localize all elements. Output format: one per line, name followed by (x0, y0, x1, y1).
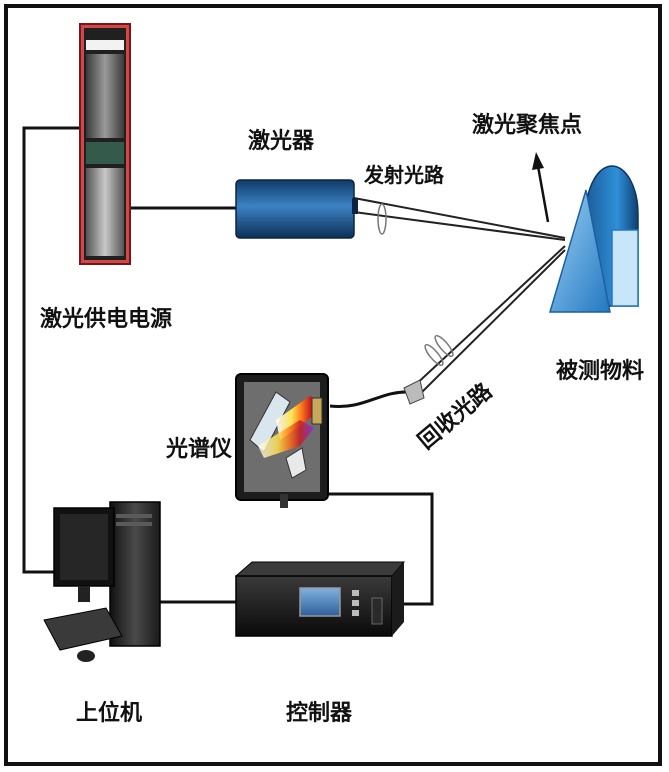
controller-display (299, 587, 341, 617)
focus-arrow-head (532, 152, 544, 170)
power-supply-top-panel (86, 54, 124, 138)
laser-body (235, 179, 355, 239)
sample-prism (548, 189, 611, 313)
computer-mouse (77, 650, 95, 662)
label-controller: 控制器 (286, 700, 353, 726)
optical-paths (353, 152, 566, 397)
emit-path-line-upper (353, 197, 566, 239)
computer-monitor-neck (78, 586, 90, 602)
emit-path-line-lower (353, 211, 566, 241)
return-lens-ring-1 (424, 343, 444, 367)
power-supply-bottom-panel (86, 168, 124, 256)
return-fiber-tip (403, 379, 425, 405)
controller-button-1 (352, 590, 359, 596)
power-supply-mid-band (86, 142, 124, 164)
spectrometer-detector (311, 397, 323, 425)
computer-monitor-screen (60, 514, 108, 580)
return-path-line-lower (417, 249, 566, 397)
return-path-line-upper (411, 245, 566, 389)
power-supply-top-light (86, 40, 124, 50)
spectrometer-spectrum-lower (258, 420, 314, 458)
computer-tower-slot-2 (116, 522, 152, 526)
controller (234, 561, 406, 637)
label-laser: 激光器 (248, 128, 315, 154)
spectrometer (235, 373, 329, 508)
return-lens-ring-2 (434, 334, 454, 358)
emit-lens-ring (377, 203, 387, 235)
controller-top (234, 561, 406, 577)
power-to-computer-wire (22, 126, 80, 574)
computer-keyboard (43, 607, 123, 651)
controller-side (392, 562, 404, 636)
label-host-computer: 上位机 (76, 700, 142, 726)
focus-arrow-line (536, 165, 550, 223)
computer-tower-slot-1 (116, 514, 152, 518)
outer-frame (4, 4, 662, 766)
controller-button-3 (352, 610, 359, 616)
return-fiber-connector (403, 379, 425, 405)
host-computer (43, 501, 161, 662)
label-emit-path: 发射光路 (363, 163, 445, 187)
label-focus-point: 激光聚焦点 (472, 112, 582, 138)
spectrometer-mirror (285, 447, 307, 479)
power-supply (79, 23, 131, 265)
controller-button-2 (352, 600, 359, 606)
sample-block (611, 229, 639, 307)
sample (548, 165, 639, 313)
label-spectrometer: 光谱仪 (165, 436, 233, 462)
controller-handle (371, 597, 383, 625)
label-power-supply: 激光供电电源 (40, 306, 172, 332)
spectrometer-to-return-fiber-wire (329, 390, 413, 409)
laser-nozzle (352, 198, 358, 214)
laser (235, 179, 358, 239)
label-sample: 被测物料 (556, 358, 644, 384)
spectrometer-port (280, 494, 288, 508)
